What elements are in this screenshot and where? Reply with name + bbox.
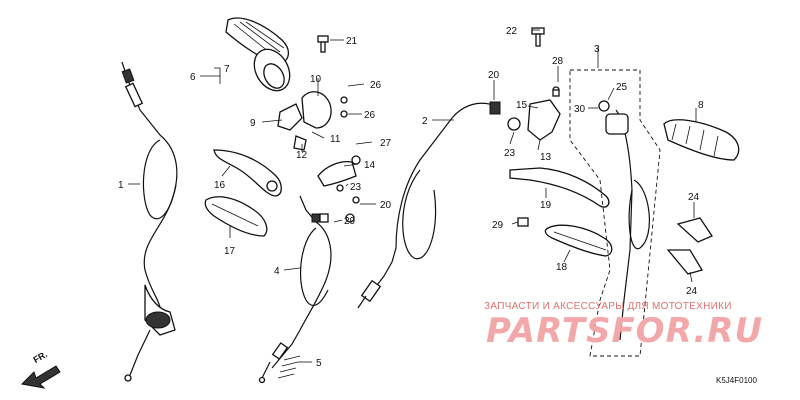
label-20a: 20	[488, 70, 500, 81]
bolt-22	[531, 27, 545, 47]
label-19: 19	[540, 200, 552, 211]
right-grip	[663, 119, 740, 161]
label-2: 2	[422, 116, 428, 127]
label-23a: 23	[350, 182, 362, 193]
label-23b: 23	[504, 148, 516, 159]
label-9: 9	[250, 118, 256, 129]
label-15: 15	[516, 100, 528, 111]
label-26a: 26	[370, 80, 382, 91]
watermark-tagline: ЗАПЧАСТИ И АКСЕССУАРЫ ДЛЯ МОТОТЕХНИКИ	[484, 301, 732, 312]
switch-bracket	[317, 155, 361, 204]
label-10: 10	[310, 74, 322, 85]
label-21: 21	[346, 36, 358, 47]
label-29b: 29	[492, 220, 504, 231]
label-13: 13	[540, 152, 552, 163]
label-26b: 26	[364, 110, 376, 121]
label-20b: 20	[380, 200, 392, 211]
throttle-cable-3	[569, 69, 661, 357]
diagram-code: K5J4F0100	[716, 376, 757, 385]
front-arrow-icon	[20, 365, 61, 389]
leader-lines	[128, 29, 697, 363]
lever-guard-right	[544, 224, 613, 257]
label-25: 25	[616, 82, 628, 93]
label-12: 12	[296, 150, 308, 161]
watermark-logo: PARTSFOR.RU	[486, 311, 764, 351]
clutch-lever	[213, 149, 282, 197]
label-8: 8	[698, 100, 704, 111]
label-7: 7	[224, 64, 230, 75]
label-1: 1	[118, 180, 124, 191]
throttle-cable-2	[357, 101, 501, 309]
throttle-housing	[507, 86, 561, 141]
lever-guard-left	[204, 196, 268, 237]
label-3: 3	[594, 44, 600, 55]
label-28: 28	[552, 56, 564, 67]
label-4: 4	[274, 266, 280, 277]
bolt-21	[317, 35, 329, 53]
label-6: 6	[190, 72, 196, 83]
clutch-cable	[121, 61, 178, 382]
label-24b: 24	[686, 286, 698, 297]
label-16: 16	[214, 180, 226, 191]
throttle-cable-4	[258, 195, 355, 384]
label-30: 30	[574, 104, 586, 115]
label-29a: 29	[344, 216, 356, 227]
label-11: 11	[330, 134, 341, 145]
clamp-24	[666, 217, 713, 275]
label-22: 22	[506, 26, 518, 37]
label-24a: 24	[688, 192, 700, 203]
label-14: 14	[364, 160, 376, 171]
label-18: 18	[556, 262, 568, 273]
label-17: 17	[224, 246, 236, 257]
clutch-lever-holder	[277, 91, 348, 151]
left-grip-assembly	[225, 17, 291, 92]
brake-lever	[509, 167, 610, 208]
label-5: 5	[316, 358, 322, 369]
label-27: 27	[380, 138, 392, 149]
part-labels: 1 2 3 4 5 6 7 8 9 10 11 12 13 14 15 16 1…	[118, 26, 704, 369]
